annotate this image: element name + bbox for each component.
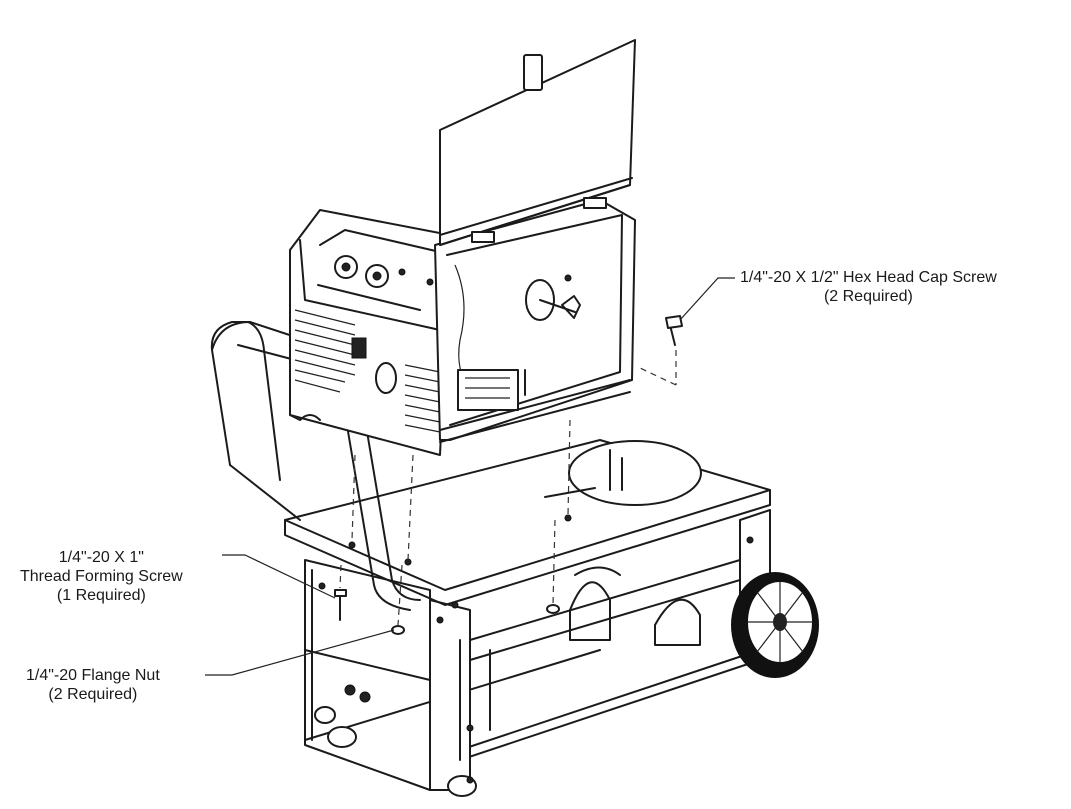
flange-nut-label: 1/4"-20 Flange Nut	[26, 667, 160, 684]
running-gear-cart	[284, 439, 819, 797]
thread-screw-callout: 1/4"-20 X 1" Thread Forming Screw (1 Req…	[20, 548, 183, 605]
thread-screw-label: Thread Forming Screw	[20, 568, 183, 585]
leader-hex-screw	[679, 277, 735, 321]
thread-screw-size: 1/4"-20 X 1"	[58, 549, 144, 566]
thread-forming-screw	[334, 589, 347, 621]
welder-unit	[289, 39, 636, 456]
leader-flange-nut	[205, 629, 395, 676]
cart-wheel	[731, 572, 819, 678]
alignment-guides	[339, 419, 571, 626]
flange-nut-qty: (2 Required)	[48, 686, 138, 703]
hex-head-cap-screw	[639, 315, 683, 386]
hex-screw-label: 1/4"-20 X 1/2" Hex Head Cap Screw	[740, 269, 997, 286]
vent-grille	[294, 309, 441, 433]
leader-thread-screw	[222, 554, 336, 599]
flange-nut-callout: 1/4"-20 Flange Nut (2 Required)	[26, 666, 160, 704]
thread-screw-qty: (1 Required)	[56, 587, 146, 604]
hex-screw-callout: 1/4"-20 X 1/2" Hex Head Cap Screw (2 Req…	[740, 268, 997, 306]
hex-screw-qty: (2 Required)	[823, 288, 913, 305]
